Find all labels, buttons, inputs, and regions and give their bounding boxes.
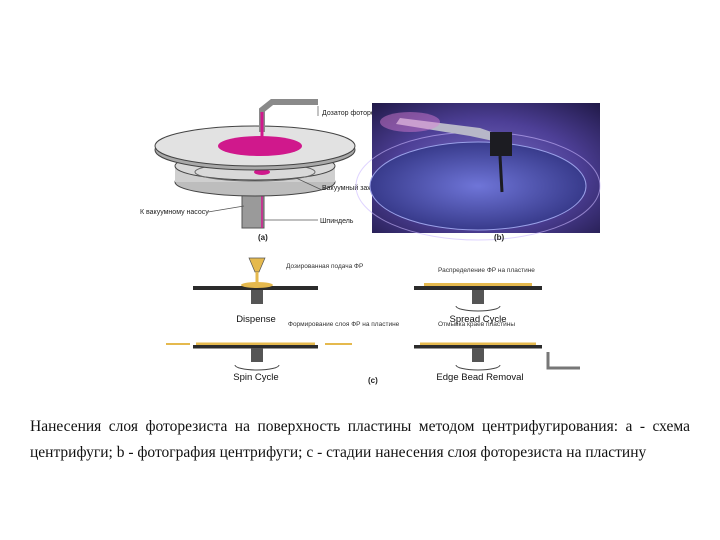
panel-a-schematic: Дозатор фоторезиста Вакуумный зажим К ва… [140, 99, 392, 242]
dispense-title: Dispense [236, 314, 276, 325]
spin-rotation-arrow [234, 364, 280, 371]
photo-nozzle-head [490, 132, 512, 156]
photo-dispense-arm [396, 118, 500, 142]
panel-b-photo: (b) [355, 103, 601, 242]
vacuum-hole [254, 169, 270, 175]
edge-rotation-arrow [455, 364, 501, 371]
spread-title: Spread Cycle [449, 314, 506, 325]
dispense-chuck [251, 290, 263, 304]
spin-film [196, 342, 315, 345]
spread-note: Распределение ФР на пластине [438, 267, 535, 274]
spindle-label: Шпиндель [320, 218, 354, 225]
edge-note: Отмывка краев пластины [438, 321, 515, 328]
stage-edge: Edge Bead Removal Отмывка краев пластины [414, 321, 580, 383]
vacuum-chuck-label: Вакуумный зажим [322, 184, 381, 192]
photo-glare [380, 112, 440, 132]
figure-caption: Нанесения слоя фоторезиста на поверхност… [30, 418, 690, 461]
edge-wafer [414, 345, 542, 349]
edge-chuck [472, 348, 484, 362]
edge-nozzle [546, 352, 580, 370]
photo-wafer [369, 141, 587, 231]
photo-nozzle [498, 155, 504, 193]
stage-dispense: Dispense Дозированная подача ФР [193, 257, 363, 325]
dispenser-label: Дозатор фоторезиста [322, 110, 392, 117]
dispense-nozzle [248, 257, 266, 273]
edge-title: Edge Bead Removal [436, 372, 523, 383]
edge-film [420, 342, 536, 345]
panel-b-tag: (b) [494, 233, 505, 242]
resist-puddle [218, 136, 302, 156]
dispense-note: Дозированная подача ФР [286, 263, 363, 270]
stage-spread: Spread Cycle Распределение ФР на пластин… [414, 267, 542, 325]
spin-title: Spin Cycle [233, 372, 278, 383]
spin-note: Формирование слоя ФР на пластине [288, 321, 400, 328]
spread-chuck [472, 290, 484, 304]
spread-wafer [414, 286, 542, 290]
spin-wafer [193, 345, 318, 349]
panel-c-tag: (c) [368, 376, 378, 385]
stage-spin: Spin Cycle Формирование слоя ФР на пласт… [166, 321, 400, 383]
spin-coating-figure: Дозатор фоторезиста Вакуумный зажим К ва… [140, 99, 601, 385]
spread-rotation-arrow [455, 305, 501, 312]
dispense-puddle [241, 282, 273, 288]
spin-chuck [251, 348, 263, 362]
spread-film [424, 283, 532, 286]
dispense-wafer [193, 286, 318, 290]
panel-c-stages: Dispense Дозированная подача ФР Spread C… [166, 257, 580, 385]
vacuum-pump-label: К вакуумному насосу [140, 209, 209, 216]
panel-a-tag: (a) [258, 233, 268, 242]
